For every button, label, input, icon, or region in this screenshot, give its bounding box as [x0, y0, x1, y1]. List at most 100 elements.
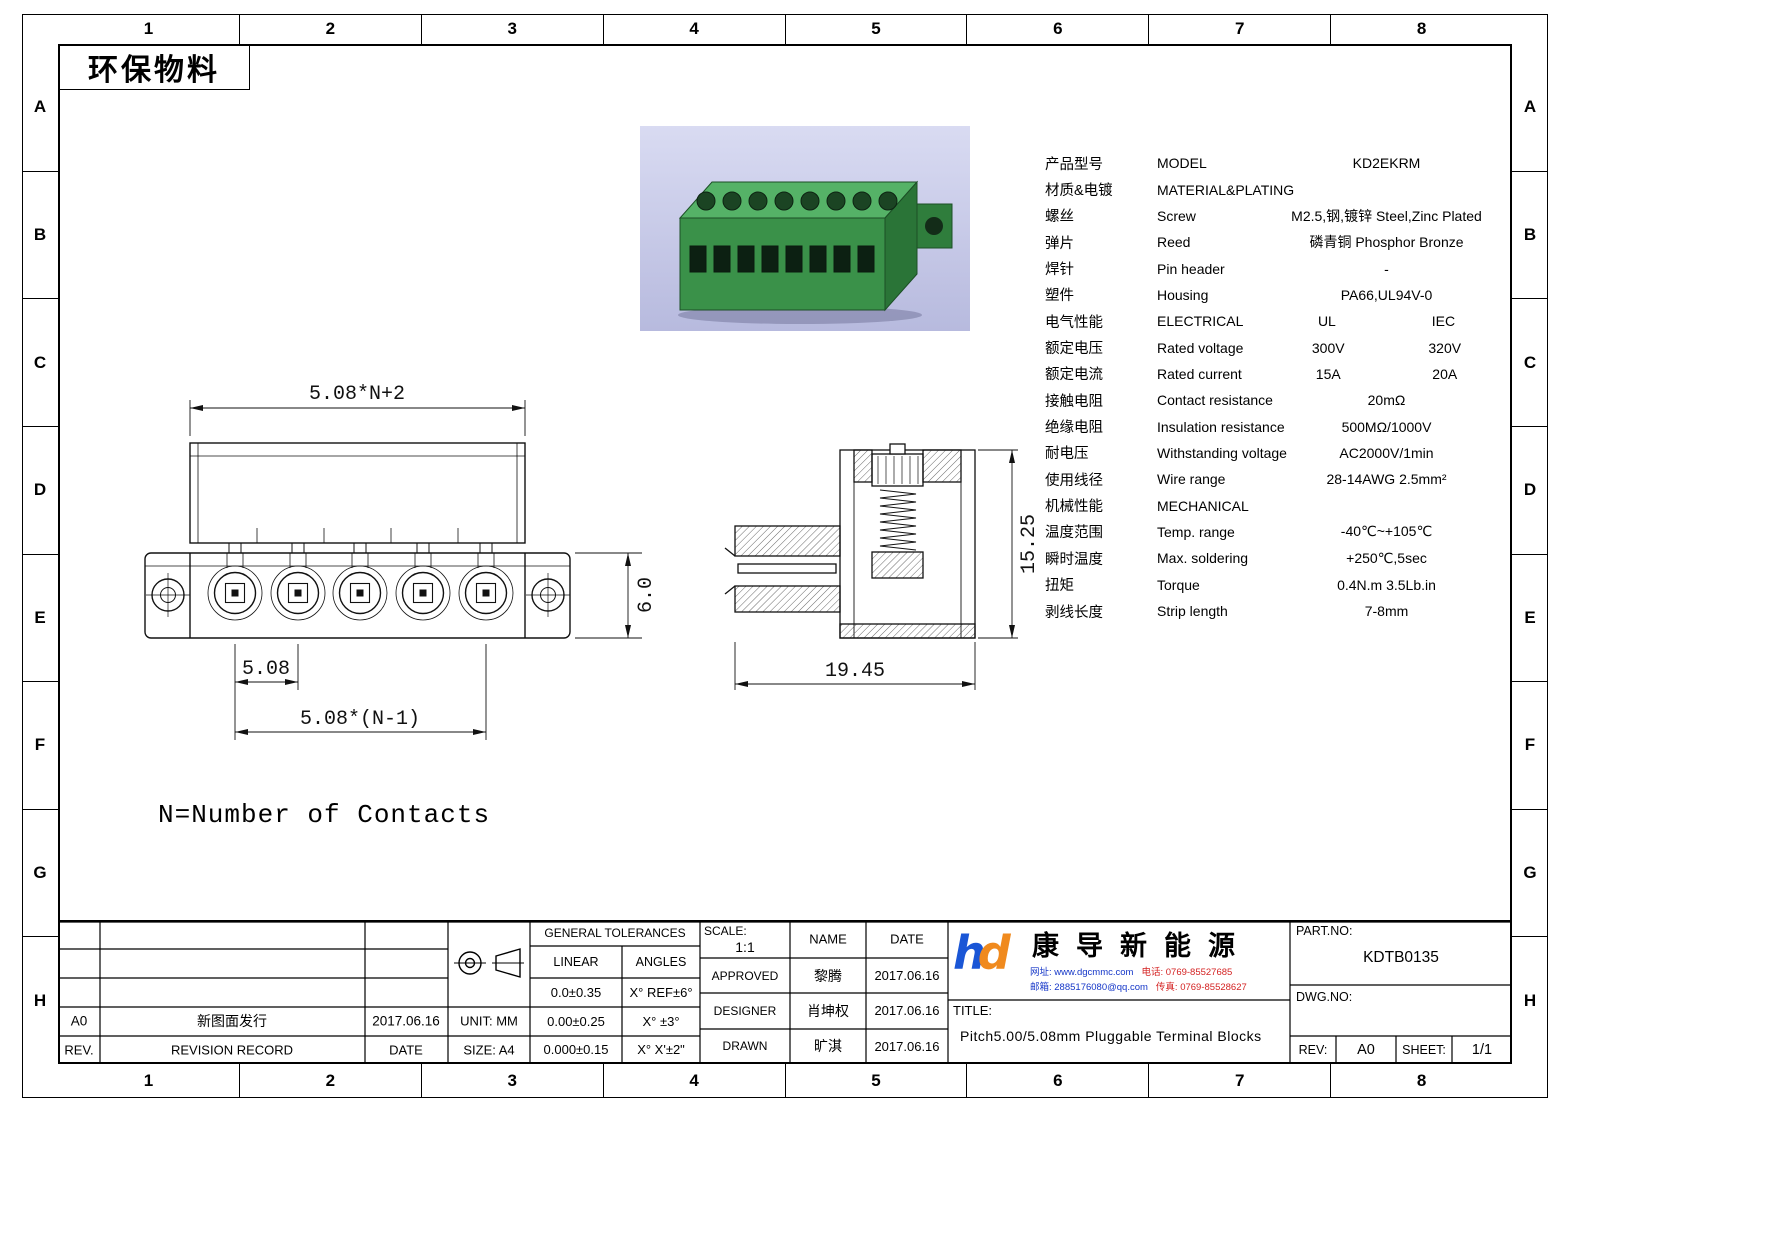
spec-label-cn: 扭矩: [1045, 578, 1074, 595]
grid-col-label: 3: [420, 14, 603, 44]
grid-row-label: D: [1512, 425, 1548, 554]
spec-values: AC2000V/1min: [1270, 445, 1503, 461]
spec-row: 电气性能 ELECTRICAL UL IEC: [1045, 308, 1503, 334]
grid-col-label: 1: [143, 1071, 154, 1090]
revision-record: 新图面发行: [197, 1013, 267, 1029]
revision-date: 2017.06.16: [372, 1013, 440, 1029]
screw-row: [696, 191, 898, 211]
dim-span: 5.08*(N-1): [300, 708, 420, 731]
sheet-inner-border: [58, 44, 1512, 1064]
signature-date: 2017.06.16: [874, 968, 940, 984]
company-contact-line2: 邮箱: 2885176080@qq.com 传真: 0769-85528627: [1030, 981, 1247, 994]
grid-col-label: 2: [238, 1064, 421, 1098]
spec-values: -40℃~+105℃: [1270, 523, 1503, 540]
titleblock-grid: [58, 920, 1512, 1064]
tolerances-title: GENERAL TOLERANCES: [544, 926, 686, 940]
spec-value-2: 20A: [1432, 365, 1458, 382]
spec-values: 7-8mm: [1270, 603, 1503, 619]
spec-value-1: 500MΩ/1000V: [1341, 418, 1432, 435]
spec-label-en: Housing: [1157, 286, 1209, 303]
tolerance-linear-value: 0.00±0.25: [547, 1013, 605, 1029]
spec-value-1: UL: [1317, 313, 1336, 330]
spec-value-1: 磷青铜 Phosphor Bronze: [1309, 234, 1464, 251]
grid-row-label: H: [1512, 936, 1548, 1064]
spec-label-cn: 接触电阻: [1045, 393, 1103, 410]
company-name: 康导新能源: [1032, 931, 1252, 961]
spec-label-en: Screw: [1157, 207, 1196, 224]
spec-label-cn: 材质&电镀: [1045, 183, 1113, 200]
spec-label-en: Wire range: [1157, 471, 1226, 488]
grid-row-label: F: [1512, 681, 1548, 809]
dim-front-height: 6.0: [635, 577, 658, 613]
spec-values: KD2EKRM: [1270, 155, 1503, 171]
grid-row-label: A: [1523, 97, 1537, 117]
signature-date: 2017.06.16: [874, 1003, 940, 1019]
spec-label-en: Rated voltage: [1157, 339, 1244, 356]
signature-role: DESIGNER: [713, 1003, 777, 1018]
spec-values: 0.4N.m 3.5Lb.in: [1270, 577, 1503, 593]
company-email: 邮箱: 2885176080@qq.com: [1030, 982, 1148, 993]
screw-sections: [207, 553, 514, 621]
spec-label-en: Pin header: [1157, 260, 1225, 277]
contacts-note: N=Number of Contacts: [158, 800, 491, 830]
spec-values: 500MΩ/1000V: [1270, 419, 1503, 435]
revision-rev-header: REV.: [64, 1042, 94, 1058]
spec-value-1: 0.4N.m 3.5Lb.in: [1337, 576, 1436, 593]
spec-row: 材质&电镀 MATERIAL&PLATING: [1045, 176, 1503, 202]
spec-label-cn: 焊针: [1045, 262, 1074, 279]
spec-values: +250℃,5sec: [1270, 550, 1503, 567]
title-label: TITLE:: [953, 1003, 993, 1018]
side-view-drawing: 15.25 19.45: [724, 443, 1041, 690]
spec-values: 磷青铜 Phosphor Bronze: [1270, 232, 1503, 252]
spec-values: PA66,UL94V-0: [1270, 287, 1503, 303]
spec-label-cn: 剥线长度: [1045, 604, 1103, 621]
signature-role: DRAWN: [722, 1039, 768, 1054]
company-fax: 传真: 0769-85528627: [1155, 982, 1247, 993]
grid-row-label: C: [1512, 298, 1548, 426]
spec-value-1: AC2000V/1min: [1339, 444, 1434, 461]
grid-row-label: G: [22, 808, 58, 937]
spec-label-cn: 产品型号: [1045, 156, 1103, 173]
spec-label-en: MODEL: [1157, 155, 1207, 172]
tolerance-angle-value: X° ±3°: [642, 1013, 680, 1029]
spec-values: 28-14AWG 2.5mm²: [1270, 471, 1503, 487]
unit-label: UNIT: MM: [460, 1013, 518, 1029]
grid-col-label: 7: [1148, 14, 1330, 44]
spec-label-en: Temp. range: [1157, 523, 1235, 540]
grid-col-label: 6: [966, 14, 1148, 44]
front-view-drawing: 5.08*N+2 6.0 5.08 5.08*(N-1): [144, 383, 658, 740]
spec-value-2: 320V: [1428, 339, 1462, 356]
revision-date-header: DATE: [389, 1042, 423, 1058]
spec-values: -: [1270, 261, 1503, 277]
spec-label-cn: 温度范围: [1045, 525, 1103, 542]
spec-value-1: 28-14AWG 2.5mm²: [1326, 471, 1447, 488]
spec-label-cn: 电气性能: [1045, 314, 1103, 331]
spec-row: 焊针 Pin header -: [1045, 255, 1503, 281]
rev-value: A0: [1357, 1042, 1375, 1058]
spec-label-en: MATERIAL&PLATING: [1157, 181, 1295, 198]
size-label: SIZE: A4: [463, 1042, 515, 1058]
tolerance-linear-value: 0.000±0.15: [543, 1042, 609, 1058]
dwg-no-label: DWG.NO:: [1296, 990, 1353, 1004]
spec-label-en: Max. soldering: [1157, 550, 1249, 567]
spec-table: 产品型号 MODEL KD2EKRM 材质&电镀 MATERIAL&PLATING 螺…: [1045, 150, 1503, 624]
spec-label-en: ELECTRICAL: [1157, 313, 1244, 330]
spec-value-2: IEC: [1431, 313, 1456, 330]
mounting-holes: [146, 573, 570, 617]
spec-label-cn: 使用线径: [1045, 472, 1103, 489]
spec-row: 产品型号 MODEL KD2EKRM: [1045, 150, 1503, 176]
spec-value-1: -40℃~+105℃: [1340, 523, 1433, 540]
spec-label-en: Insulation resistance: [1157, 418, 1285, 435]
